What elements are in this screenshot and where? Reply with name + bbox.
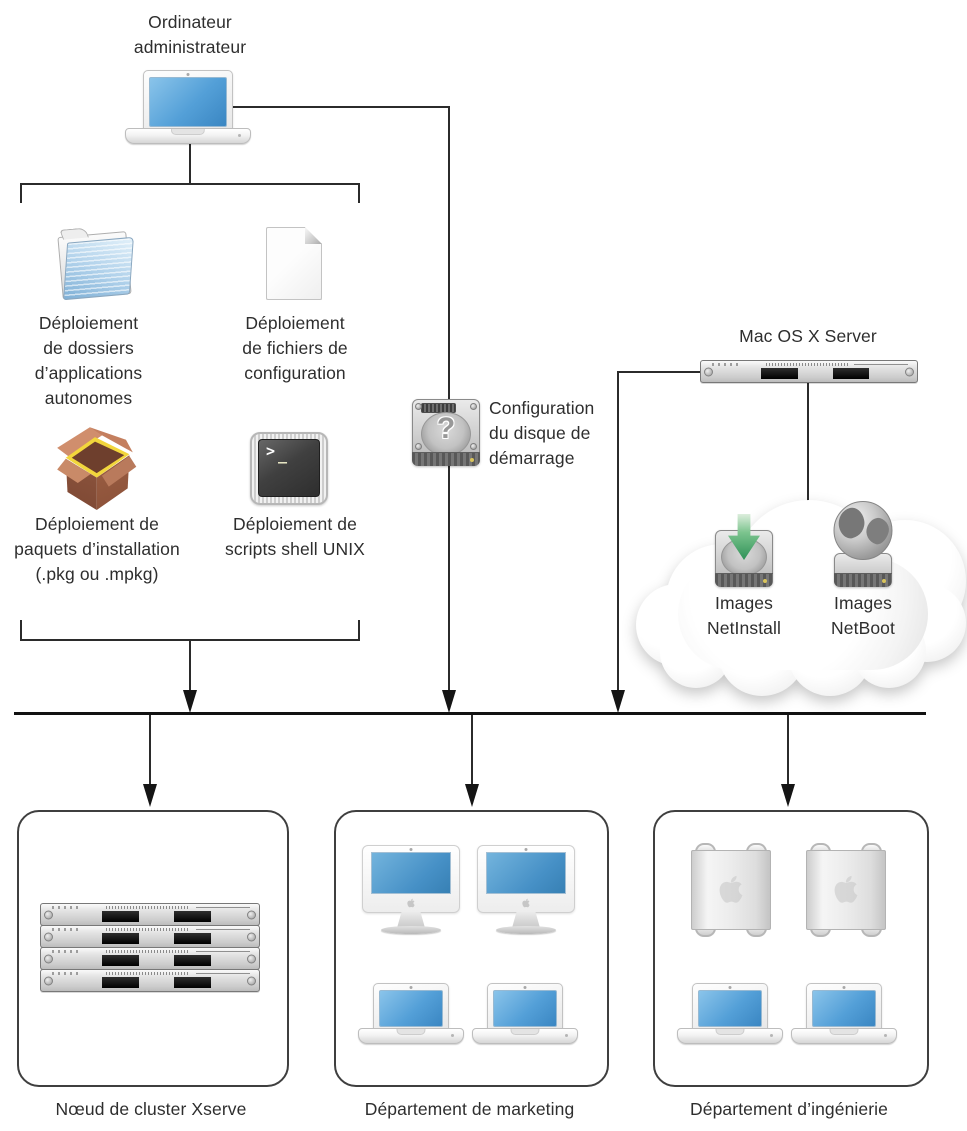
macbook-icon [791,983,897,1044]
startup-disk-label: Configuration du disque de démarrage [489,398,595,468]
macbook-icon [677,983,783,1044]
document-icon [266,227,322,300]
arrow-down-icon [183,690,197,713]
xserve-icon [40,969,260,992]
connector-startup-disk-vertical [448,106,450,691]
bracket-top-horizontal [20,183,360,185]
apple-logo-icon [407,898,415,908]
connector-server-to-cloud [807,381,809,503]
camera-dot [186,73,190,76]
macbook-icon [125,70,251,144]
cloud-shape [636,492,966,697]
server-label: Mac OS X Server [739,326,877,346]
arrow-down-icon [611,690,625,713]
netinstall-label: Images NetInstall [707,593,781,638]
connector-bus-to-engineering [787,715,789,786]
arrow-down-icon [442,690,456,713]
group-label-marketing: Département de marketing [364,1099,575,1119]
group-label-xserve-cluster: Nœud de cluster Xserve [55,1099,247,1119]
arrow-down-icon [781,784,795,807]
folder-icon [57,226,135,302]
imac-icon [362,845,460,937]
netboot-globe-icon [833,501,893,587]
apple-logo-icon [719,876,743,903]
globe-icon [833,501,893,560]
xserve-icon [700,360,918,383]
connector-bus-to-marketing [471,715,473,786]
connector-methods-to-bus [189,639,191,692]
bracket-bottom-right-stub [358,620,360,641]
arrow-down-icon [143,784,157,807]
xserve-icon [40,947,260,970]
network-bus-line [14,712,926,715]
macpro-icon [803,843,889,937]
imac-icon [477,845,575,937]
apple-logo-icon [522,898,530,908]
apple-logo-icon [834,876,858,903]
terminal-prompt: > [266,442,276,460]
admin-computer-label: Ordinateur administrateur [133,12,247,57]
group-label-engineering: Département d’ingénierie [690,1099,888,1119]
bracket-top-right-stub [358,183,360,203]
boot-disk-icon: ? [412,399,480,466]
netboot-label: Images NetBoot [831,593,895,638]
connector-laptop-down [189,143,191,184]
question-mark: ? [436,412,456,445]
connector-server-left [617,371,702,373]
connector-server-to-bus [617,371,619,692]
method-label-config-files: Déploiement de fichiers de configuration [242,313,348,383]
method-label-shell-scripts: Déploiement de scripts shell UNIX [225,514,365,559]
xserve-icon [40,903,260,926]
arrow-down-icon [465,784,479,807]
connector-laptop-right [232,106,449,108]
bracket-bottom-left-stub [20,620,22,641]
netinstall-disk-icon [715,514,773,587]
macbook-icon [472,983,578,1044]
package-icon [52,420,138,510]
xserve-icon [40,925,260,948]
bracket-top-left-stub [20,183,22,203]
terminal-icon: > _ [250,432,328,505]
method-label-packages: Déploiement de paquets d’installation (.… [14,514,180,584]
connector-bus-to-cluster [149,715,151,786]
method-label-folders: Déploiement de dossiers d’applications a… [34,313,143,408]
macbook-icon [358,983,464,1044]
macpro-icon [688,843,774,937]
